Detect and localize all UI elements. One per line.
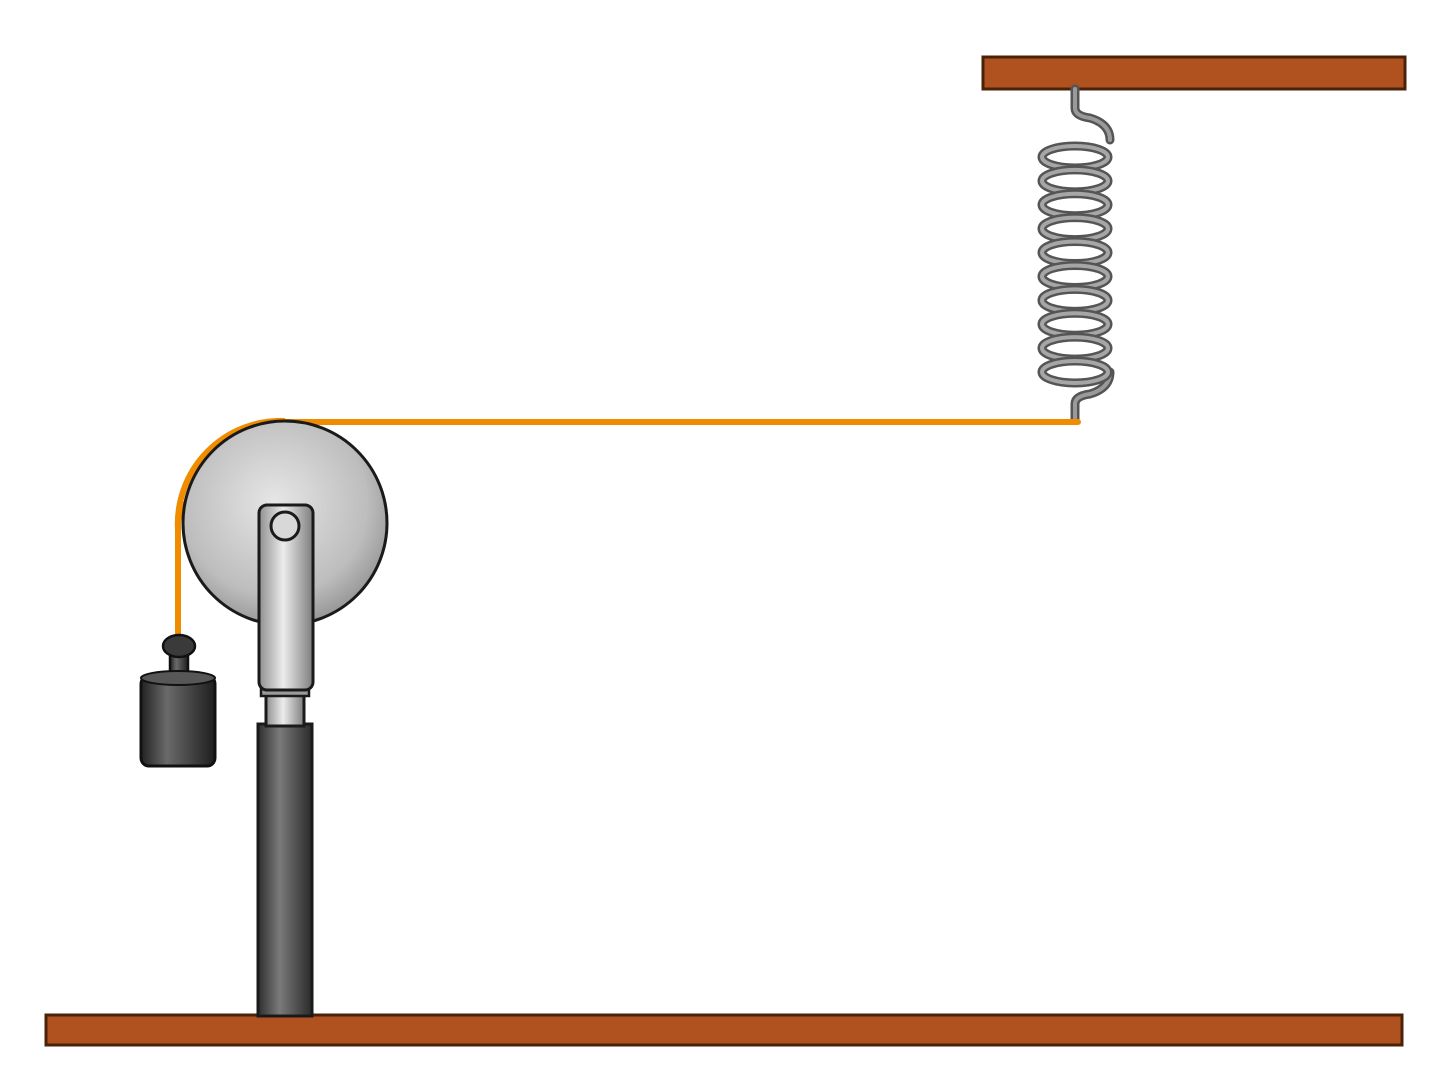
floor-beam bbox=[44, 1013, 1404, 1047]
pulley-arm bbox=[257, 503, 315, 692]
stand-rod bbox=[256, 722, 314, 1018]
pulley-axle bbox=[269, 510, 301, 542]
hanging-weight bbox=[139, 633, 217, 768]
ceiling-beam bbox=[981, 55, 1407, 91]
coil-spring bbox=[1037, 84, 1115, 425]
spring-coil-highlight bbox=[1040, 359, 1110, 385]
